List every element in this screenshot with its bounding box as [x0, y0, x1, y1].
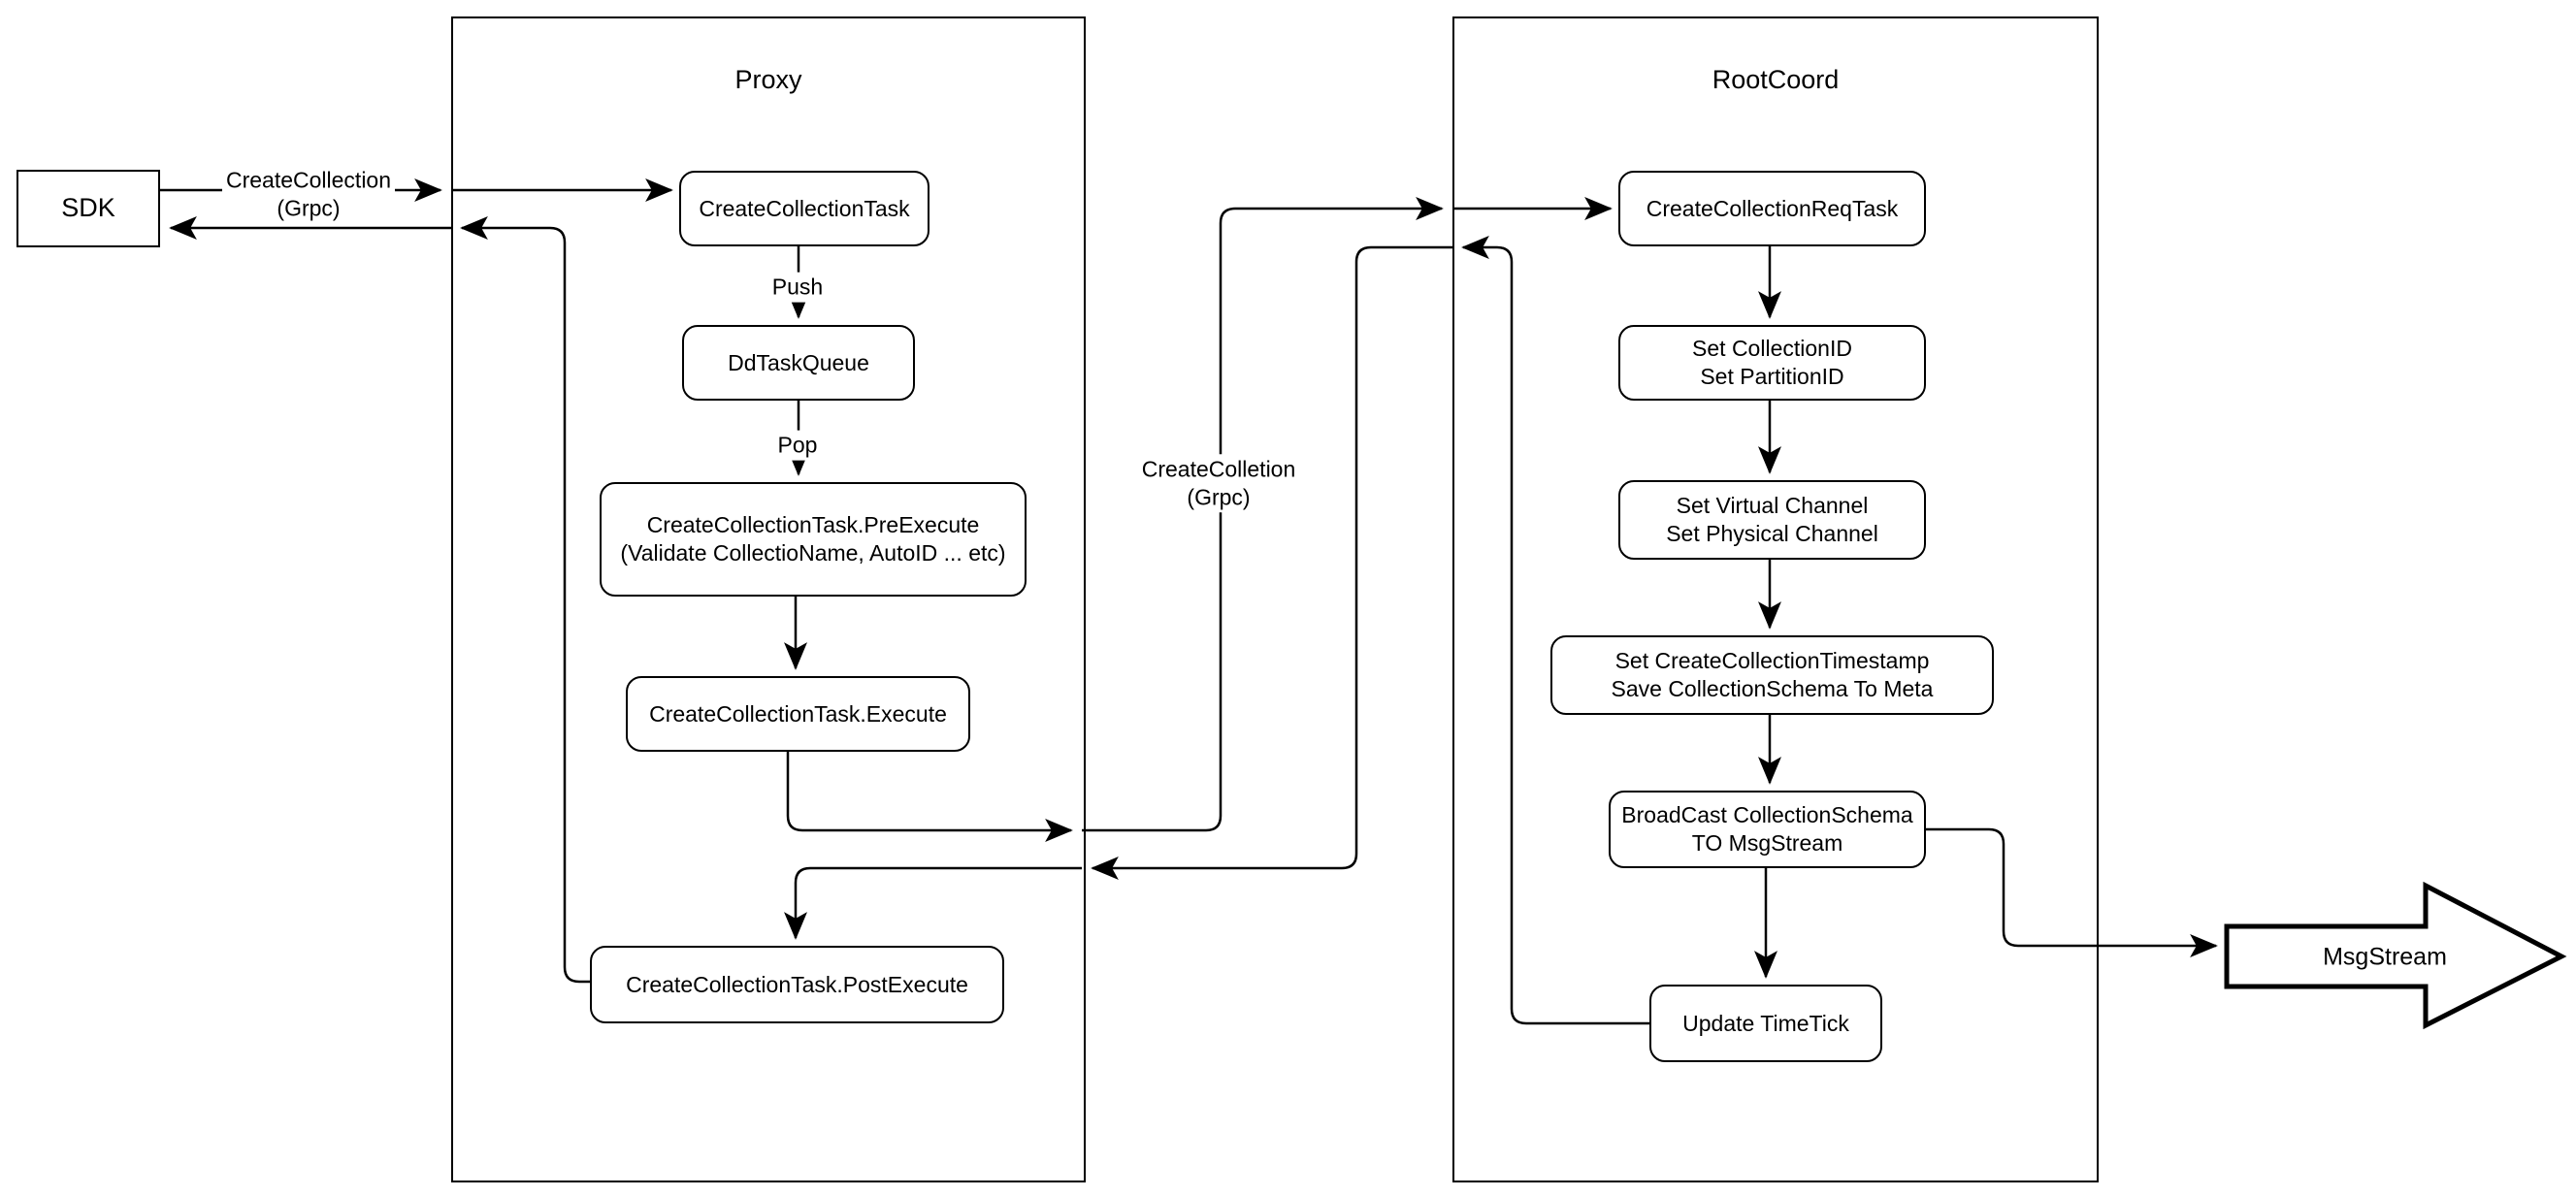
node-ddtaskqueue: DdTaskQueue: [682, 325, 915, 401]
edge-return-to-proxy-border: [1091, 245, 1452, 880]
node-broadcast: BroadCast CollectionSchema TO MsgStream: [1609, 791, 1926, 868]
edge-proxy-border-to-postexecute: [784, 866, 1082, 940]
node-sdk: SDK: [16, 170, 160, 247]
msgstream-arrow-shape: [2224, 881, 2567, 1030]
node-update-timetick: Update TimeTick: [1649, 985, 1882, 1062]
edge-broadcast-to-msgstream: [1926, 827, 2218, 957]
node-set-collectionid: Set CollectionID Set PartitionID: [1618, 325, 1926, 401]
node-postexecute: CreateCollectionTask.PostExecute: [590, 946, 1004, 1023]
edge-execute-to-proxy-border: [786, 752, 1073, 842]
edge-grpc-to-rootcoord-border: [1082, 197, 1444, 832]
proxy-title: Proxy: [734, 65, 802, 94]
node-set-timestamp: Set CreateCollectionTimestamp Save Colle…: [1550, 635, 1994, 715]
rootcoord-title: RootCoord: [1712, 65, 1840, 94]
edge-timetick-to-rootcoord-border: [1461, 236, 1649, 1025]
node-createcollectionreqtask: CreateCollectionReqTask: [1618, 171, 1926, 246]
node-execute: CreateCollectionTask.Execute: [626, 676, 970, 752]
node-set-channels: Set Virtual Channel Set Physical Channel: [1618, 480, 1926, 560]
rootcoord-container: RootCoord: [1452, 16, 2099, 1182]
edge-postexecute-to-proxy-border: [460, 216, 590, 984]
label-push: Push: [767, 272, 828, 303]
proxy-container: Proxy: [451, 16, 1086, 1182]
label-pop: Pop: [773, 430, 822, 461]
node-preexecute: CreateCollectionTask.PreExecute (Validat…: [600, 482, 1027, 597]
label-createcolletion-grpc: CreateColletion (Grpc): [1137, 454, 1300, 512]
label-createcollection-grpc: CreateCollection (Grpc): [221, 165, 396, 223]
node-createcollectiontask: CreateCollectionTask: [679, 171, 929, 246]
msgstream-label: MsgStream: [2323, 943, 2447, 971]
